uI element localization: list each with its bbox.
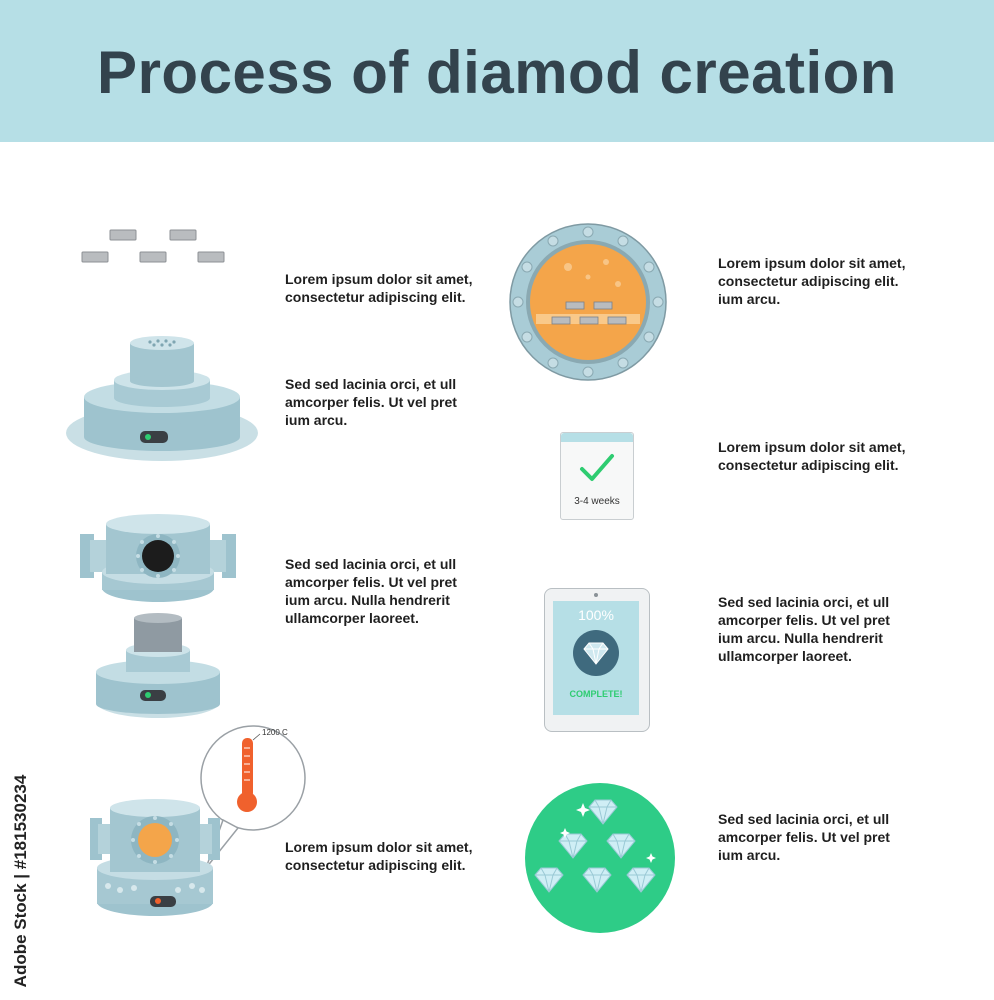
calendar-card: 3-4 weeks <box>560 432 634 520</box>
diamonds-illustration <box>525 783 675 933</box>
step-6-text: Lorem ipsum dolor sit amet, consectetur … <box>718 439 906 473</box>
step-5-text: Lorem ipsum dolor sit amet, consectetur … <box>718 255 906 307</box>
calendar-label: 3-4 weeks <box>574 496 620 507</box>
tablet-device: 100% COMPLETE! <box>544 588 650 732</box>
complete-status: COMPLETE! <box>569 689 623 699</box>
stock-id-watermark: Adobe Stock | #181530234 <box>10 766 32 996</box>
step-2-text: Sed sed lacinia orci, et ull amcorper fe… <box>285 376 457 428</box>
press-base-illustration <box>66 336 258 461</box>
heated-chamber-illustration <box>90 725 306 916</box>
step-3-text: Sed sed lacinia orci, et ull amcorper fe… <box>285 556 457 626</box>
thermometer-label: 1200 C <box>262 728 288 737</box>
progress-percent: 100% <box>578 607 614 623</box>
step-8-text: Sed sed lacinia orci, et ull amcorper fe… <box>718 811 890 863</box>
step-7-text: Sed sed lacinia orci, et ull amcorper fe… <box>718 594 890 664</box>
tablet-screen: 100% COMPLETE! <box>553 601 639 715</box>
step-4-text: Lorem ipsum dolor sit amet, consectetur … <box>285 839 473 873</box>
diamond-seeds-illustration <box>81 229 225 263</box>
porthole-illustration <box>509 223 667 381</box>
open-chamber-illustration <box>80 514 236 718</box>
diamond-icon <box>573 630 619 676</box>
checkmark-icon <box>580 454 614 481</box>
stock-id-text: Adobe Stock | #181530234 <box>11 774 30 988</box>
header-banner <box>0 0 994 142</box>
step-1-text: Lorem ipsum dolor sit amet, consectetur … <box>285 271 473 305</box>
page-title: Process of diamod creation <box>97 39 897 106</box>
